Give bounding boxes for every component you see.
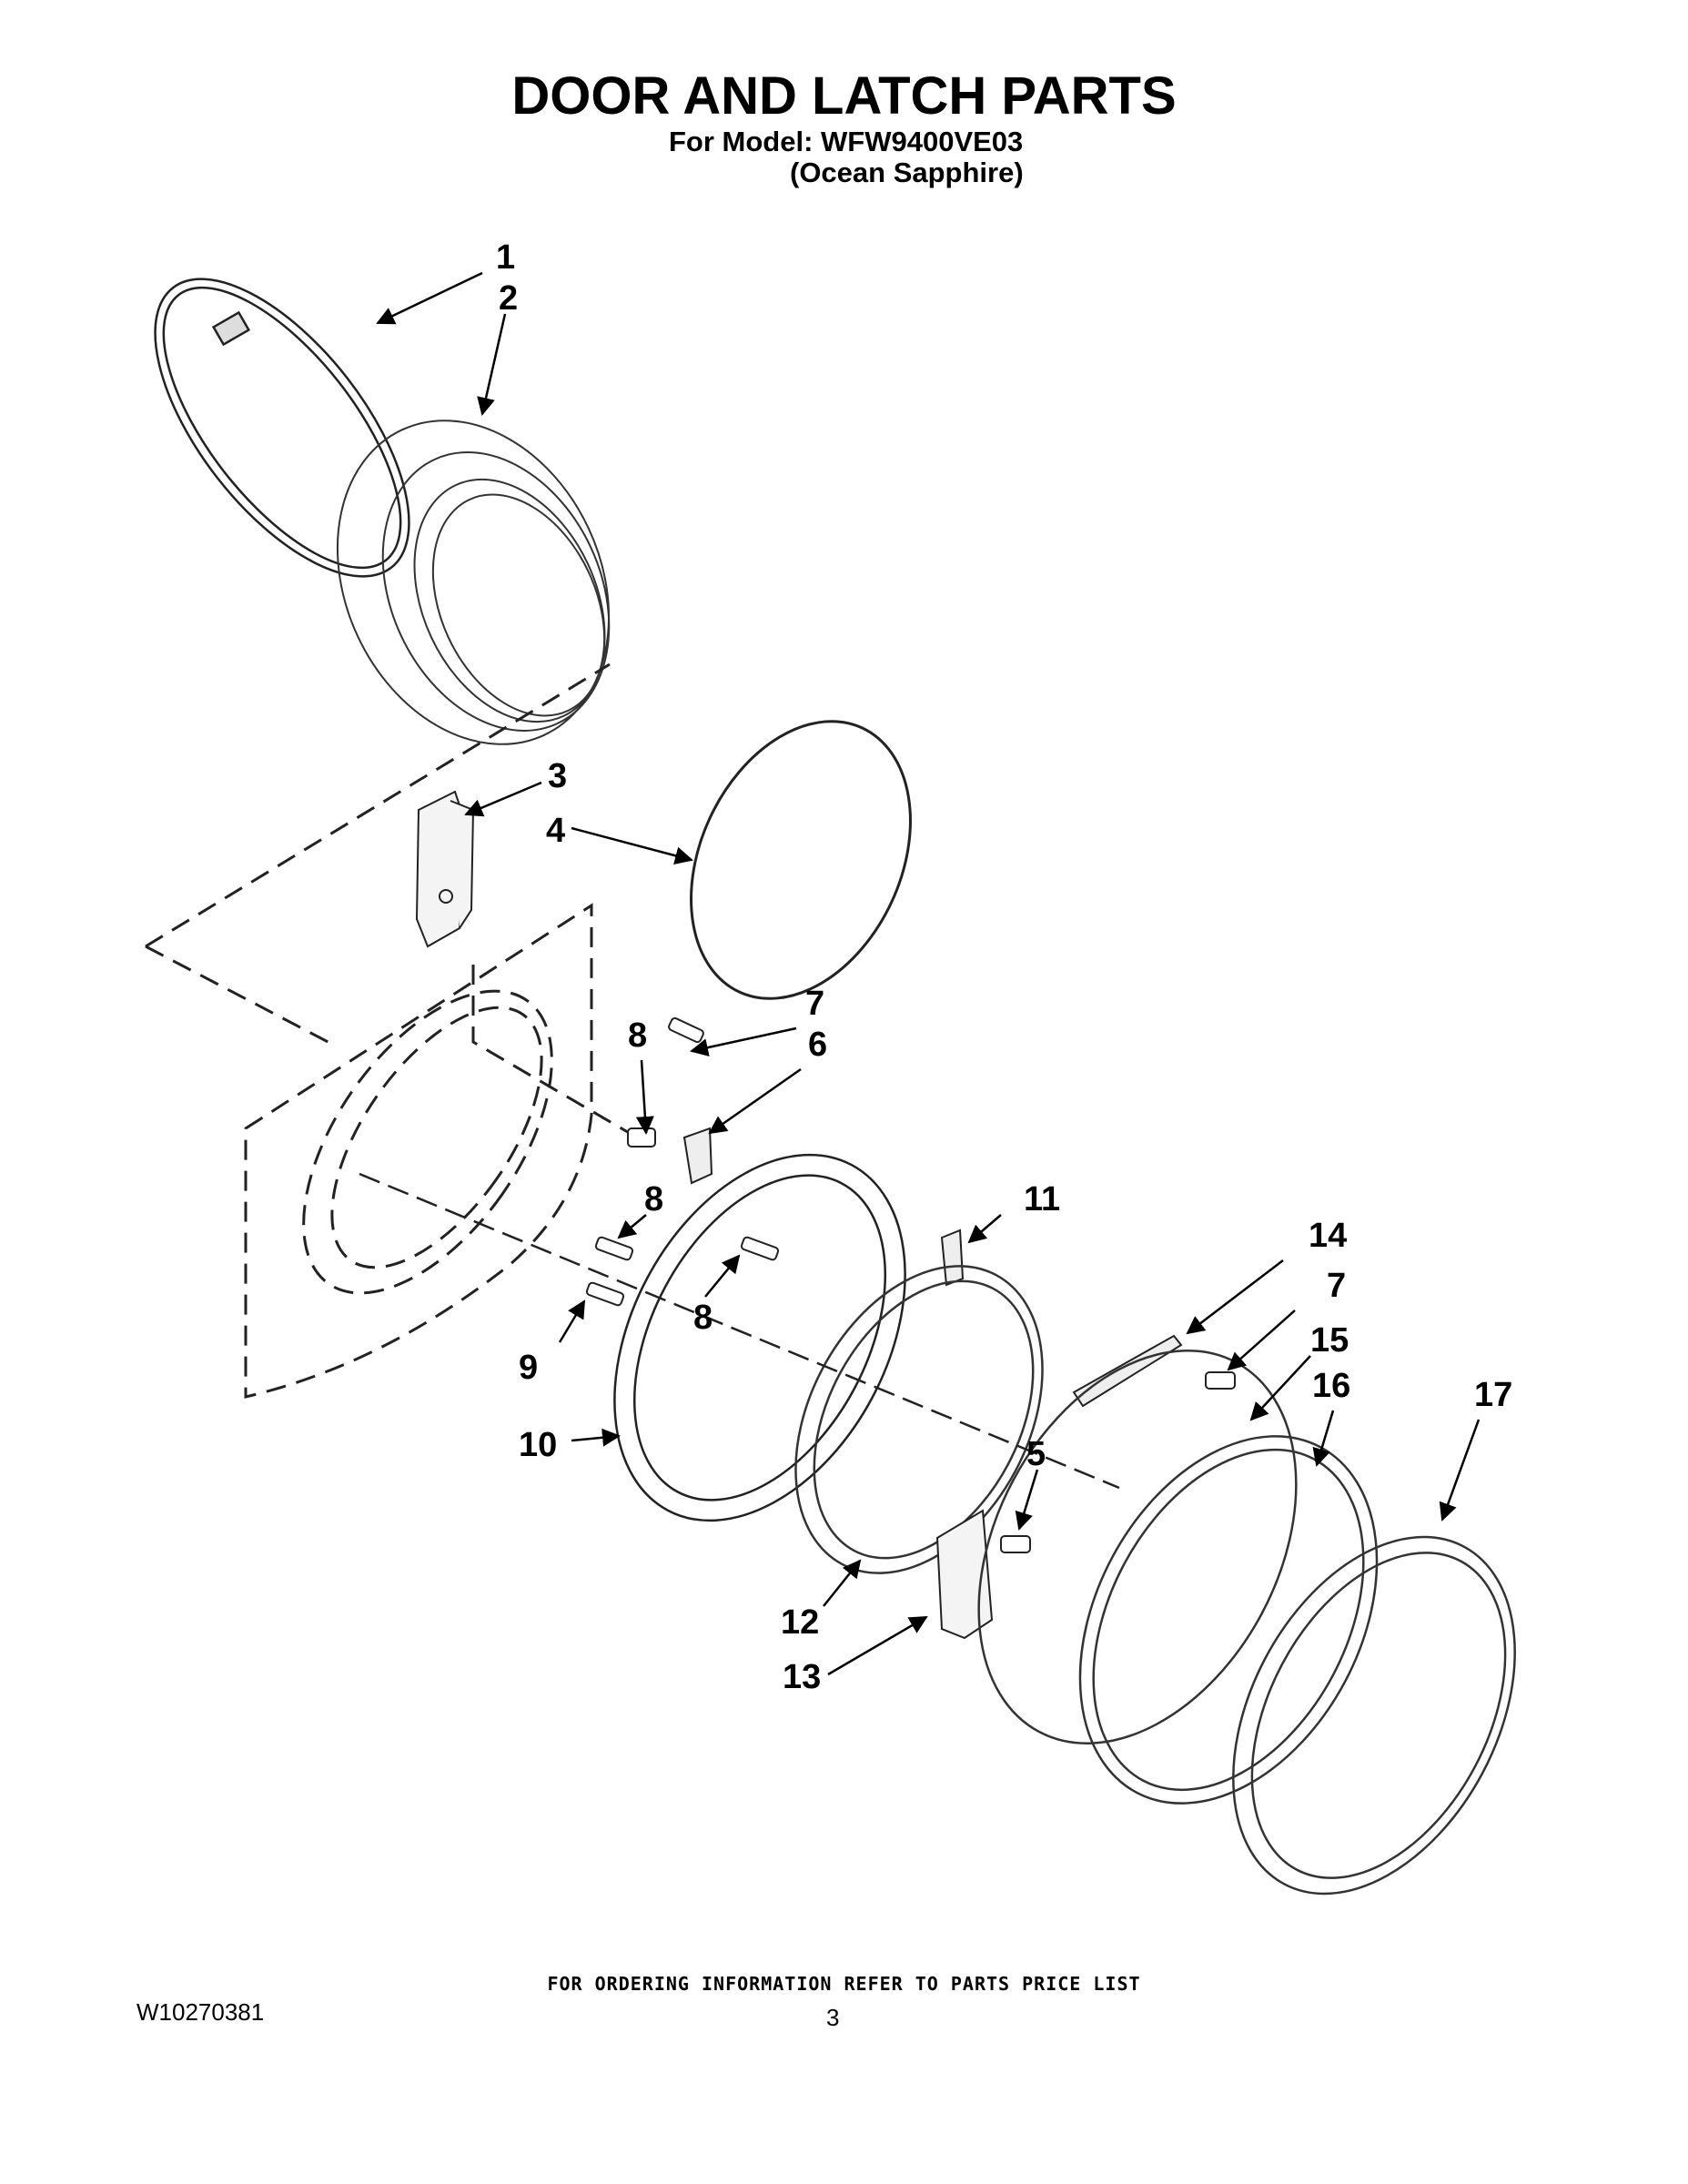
wire-ring-part [690, 720, 912, 1000]
callout-1: 1 [496, 238, 515, 277]
clamp-band-part [154, 278, 410, 578]
callout-4: 4 [546, 812, 565, 850]
callout-7b: 7 [1327, 1267, 1346, 1305]
callout-8b: 8 [644, 1180, 663, 1218]
callout-11: 11 [1024, 1180, 1060, 1218]
color-line: (Ocean Sapphire) [790, 157, 1024, 188]
screw-parts [585, 1016, 1236, 1553]
inner-door-frame-part [613, 1153, 906, 1522]
assembly-axis-line [359, 1172, 1120, 1490]
callout-17: 17 [1474, 1376, 1512, 1414]
leader-lines [376, 271, 1481, 1676]
callout-6: 6 [808, 1026, 827, 1064]
callout-14: 14 [1309, 1217, 1347, 1255]
hinge-clip-part [940, 1228, 965, 1287]
page-number: 3 [826, 2004, 840, 2031]
door-handle-part [935, 1509, 994, 1640]
callout-10: 10 [519, 1426, 557, 1464]
callout-5: 5 [1026, 1435, 1046, 1473]
door-lock-part [415, 790, 475, 948]
hinge-part [1072, 1334, 1183, 1408]
callout-12: 12 [781, 1603, 819, 1642]
page-title: DOOR AND LATCH PARTS [511, 66, 1177, 126]
callout-15: 15 [1310, 1321, 1349, 1360]
callout-13: 13 [783, 1658, 821, 1696]
callout-3: 3 [548, 757, 567, 795]
callout-7a: 7 [805, 985, 824, 1023]
document-number: W10270381 [136, 1998, 265, 2026]
ordering-note: FOR ORDERING INFORMATION REFER TO PARTS … [547, 1973, 1141, 1995]
callout-16: 16 [1312, 1367, 1350, 1405]
callout-8c: 8 [693, 1299, 713, 1337]
bellow-part [336, 420, 611, 745]
door-strike-part [682, 1127, 713, 1185]
callout-labels: 1 2 3 4 5 6 7 7 8 8 8 9 10 11 12 13 14 1… [496, 238, 1512, 1696]
callout-8a: 8 [628, 1016, 647, 1055]
cabinet-front-dashed [145, 662, 638, 1399]
callout-2: 2 [499, 279, 518, 318]
door-glass-part [794, 1265, 1044, 1574]
model-line: For Model: WFW9400VE03 [669, 126, 1024, 157]
callout-9: 9 [519, 1349, 538, 1387]
